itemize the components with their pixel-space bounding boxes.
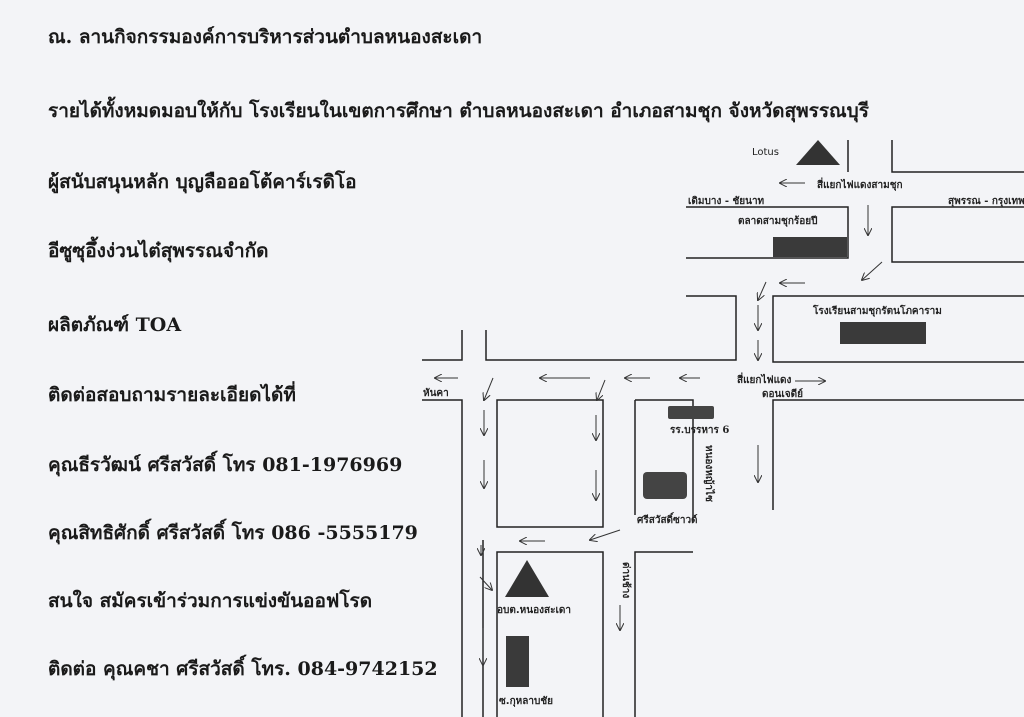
contact-2: คุณสิทธิศักดิ์ ศรีสวัสดิ์ โทร 086 -55551… [48,522,418,544]
label-obt: อบต.หนองสะเดา [497,605,571,616]
label-lotus: Lotus [752,147,779,158]
obt-marker [505,560,549,597]
label-road-left: หันคา [423,388,449,399]
label-road-right-top: สุพรรณ - กรุงเทพ [948,196,1024,207]
title: ณ. ลานกิจกรรมองค์การบริหารส่วนตำบลหนองสะ… [48,26,483,48]
label-road-danchang: ด่านช้าง [620,562,631,599]
contact-1: คุณธีรวัฒน์ ศรีสวัสดิ์ โทร 081-1976969 [48,454,403,476]
label-soi: ซ.กุหลาบชัย [499,696,553,707]
income-text: รายได้ทั้งหมดมอบให้กับ โรงเรียนในเขตการศ… [48,100,869,122]
label-junction-samchuk: สี่แยกไฟแดงสามชุก [817,180,903,191]
school6-marker [668,406,714,419]
contact-heading: ติดต่อสอบถามรายละเอียดได้ที่ [48,384,296,406]
contact-3: ติดต่อ คุณคชา ศรีสวัสดิ์ โทร. 084-974215… [48,658,438,680]
label-srisawat: ศรีสวัสดิ์ซาวด์ [637,515,698,526]
label-road-right: ดอนเจดีย์ [762,389,803,400]
direction-arrows [435,183,883,665]
label-market: ตลาดสามชุกร้อยปี [738,216,818,227]
label-school: โรงเรียนสามชุกรัตนโภคาราม [813,306,942,317]
roads [422,140,1024,717]
market-marker [773,237,847,257]
label-junction: สี่แยกไฟแดง [737,375,792,386]
product-text: ผลิตภัณฑ์ TOA [48,314,182,336]
sponsor2-text: อีซูซุอึ้งง่วนไต๋สุพรรณจำกัด [48,240,269,262]
srisawat-marker [643,472,687,499]
soi-marker [506,636,529,687]
label-road-nongyai: หนองหญ้าไซ [703,445,714,502]
lotus-marker [796,140,840,165]
label-school6: รร.บรรหาร 6 [670,425,730,436]
apply-text: สนใจ สมัครเข้าร่วมการแข่งขันออฟโรด [48,590,373,612]
label-road-left-top: เดิมบาง - ชัยนาท [688,196,765,207]
school-marker [840,322,926,344]
sponsor-text: ผู้สนับสนุนหลัก บุญลือออโต้คาร์เรดิโอ [48,171,357,193]
